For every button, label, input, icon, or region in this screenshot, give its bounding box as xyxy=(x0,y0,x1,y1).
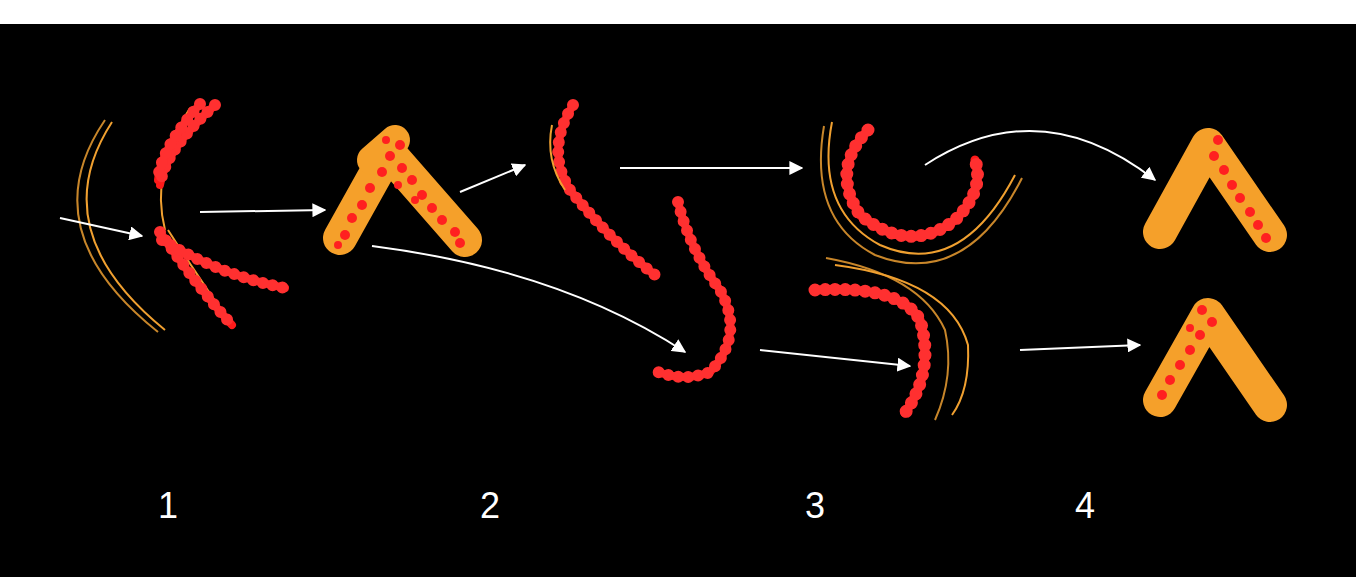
stage-two xyxy=(334,105,730,377)
stage-number: 1 xyxy=(138,488,198,524)
stage-number: 3 xyxy=(785,488,845,524)
stage-three xyxy=(620,122,1155,420)
stage-number: 4 xyxy=(1055,488,1115,524)
stage-four xyxy=(1157,135,1271,405)
background xyxy=(0,24,1356,577)
stage-number: 2 xyxy=(460,488,520,524)
stage-one xyxy=(60,104,325,332)
